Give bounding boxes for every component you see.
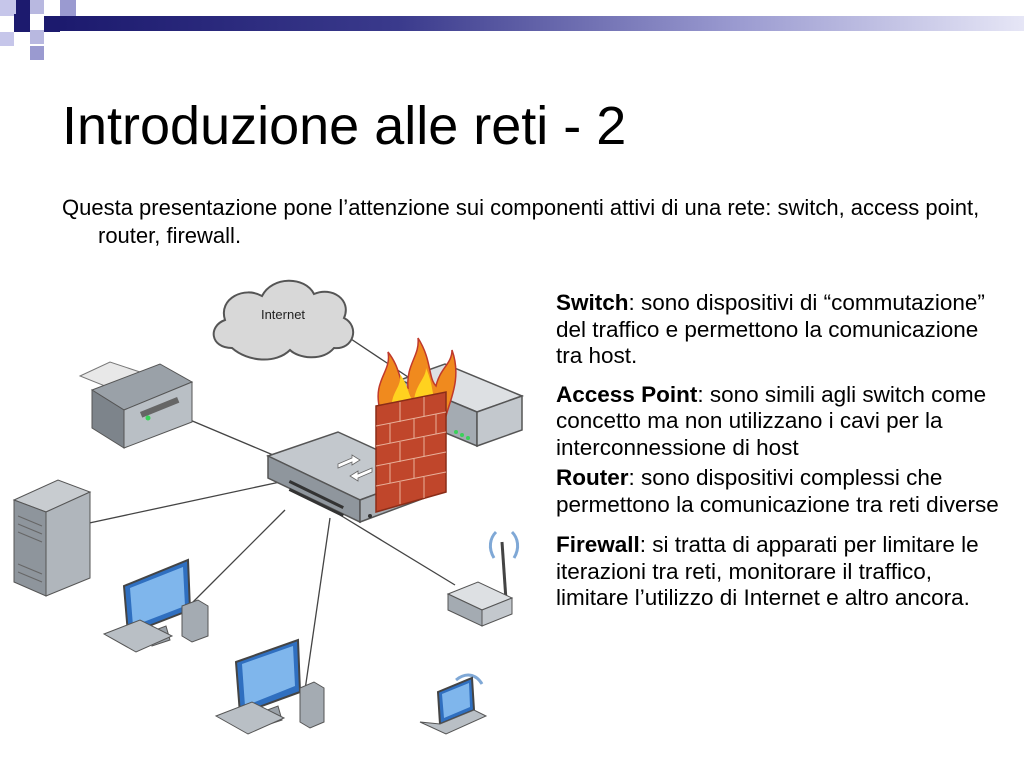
desktop-computer-icon	[214, 638, 325, 735]
definition-router: Router: sono dispositivi complessi che p…	[556, 465, 1006, 518]
firewall-icon	[375, 337, 457, 513]
desktop-computer-icon	[102, 558, 209, 653]
network-diagram: Internet	[12, 279, 525, 735]
definition-access-point: Access Point: sono simili agli switch co…	[556, 382, 1006, 462]
laptop-icon	[419, 673, 488, 735]
definition-term: Switch	[556, 290, 629, 315]
slide-title: Introduzione alle reti - 2	[62, 96, 627, 156]
definition-text: : sono dispositivi complessi che permett…	[556, 465, 999, 517]
definition-term: Access Point	[556, 381, 698, 407]
title-gradient-bar	[60, 16, 1024, 31]
access-point-icon	[446, 530, 520, 627]
definition-firewall: Firewall: si tratta di apparati per limi…	[556, 532, 1006, 612]
printer-icon	[78, 361, 194, 449]
definition-switch: Switch: sono dispositivi di “commutazion…	[556, 290, 1006, 370]
definition-text: : sono dispositivi di “commutazione” del…	[556, 290, 985, 368]
definitions-list: Switch: sono dispositivi di “commutazion…	[556, 290, 1006, 612]
intro-paragraph: Questa presentazione pone l’attenzione s…	[62, 195, 980, 248]
corner-decoration	[0, 0, 80, 64]
definition-term: Firewall	[556, 532, 640, 557]
definition-text: : sono simili agli switch come concetto …	[556, 381, 987, 460]
network-cables	[79, 324, 456, 691]
definition-text: : si tratta di apparati per limitare le …	[556, 532, 979, 610]
internet-cloud-icon	[212, 279, 355, 361]
server-icon	[12, 479, 92, 597]
definition-term: Router	[556, 465, 629, 490]
cloud-label: Internet	[261, 307, 305, 322]
